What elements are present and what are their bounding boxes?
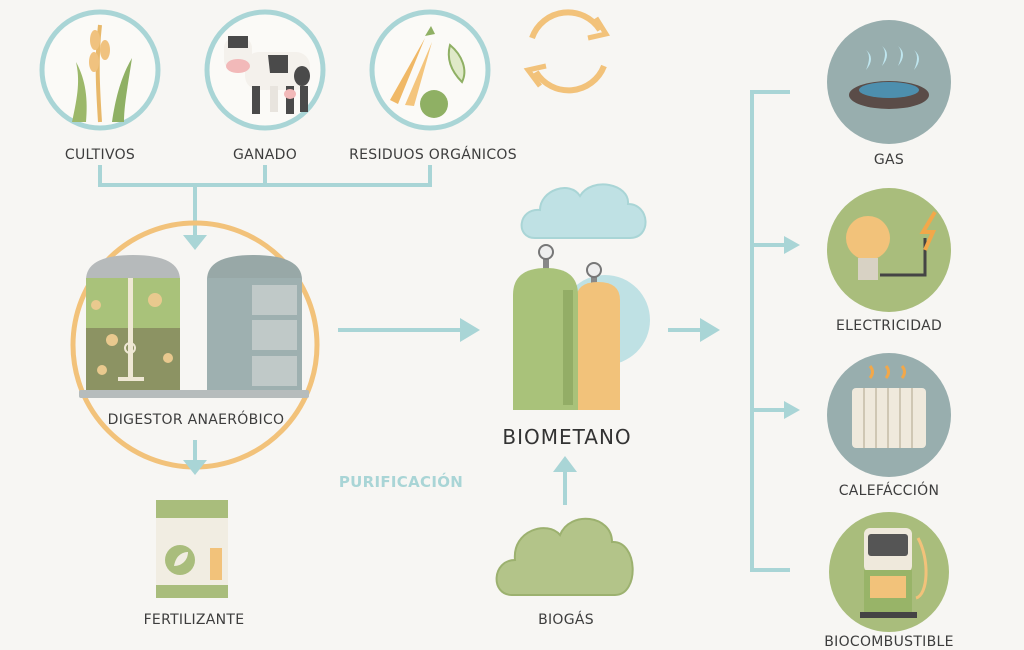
biomethane-tanks-icon xyxy=(513,244,650,410)
output-bracket xyxy=(750,90,790,572)
arrow-down-icon xyxy=(183,235,207,250)
connector xyxy=(193,440,197,460)
radiator-icon xyxy=(827,353,951,477)
connector xyxy=(668,328,703,332)
label-cultivos: CULTIVOS xyxy=(64,147,136,163)
purification-arrow xyxy=(338,328,463,332)
label-gas: GAS xyxy=(873,152,905,168)
arrow-down-icon xyxy=(183,460,207,475)
connector xyxy=(563,470,567,505)
cycle-arrows-icon xyxy=(523,9,610,94)
gas-burner-icon xyxy=(827,20,951,144)
label-residuos: RESIDUOS ORGÁNICOS xyxy=(349,147,517,163)
arrow-right-icon xyxy=(784,236,800,254)
label-biogas: BIOGÁS xyxy=(538,612,594,628)
arrow-right-icon xyxy=(784,401,800,419)
fuel-pump-icon xyxy=(829,512,949,632)
label-purification: PURIFICACIÓN xyxy=(338,473,464,491)
label-digester: DIGESTOR ANAERÓBICO xyxy=(107,412,285,428)
cow-icon xyxy=(204,9,326,131)
digester-icon xyxy=(70,220,320,470)
arrow-up-icon xyxy=(553,456,577,472)
lightbulb-icon xyxy=(827,188,951,312)
label-biofuel: BIOCOMBUSTIBLE xyxy=(824,634,954,650)
crops-icon xyxy=(39,9,161,131)
vegetables-icon xyxy=(369,9,491,131)
label-fertilizer: FERTILIZANTE xyxy=(143,612,245,628)
arrow-right-icon xyxy=(700,318,720,342)
input-connector xyxy=(98,165,432,235)
cloud-icon xyxy=(520,183,647,239)
label-biomethane: BIOMETANO xyxy=(502,425,632,449)
fertilizer-bag-icon xyxy=(156,500,228,598)
biogas-cloud-icon xyxy=(495,517,634,596)
label-electricity: ELECTRICIDAD xyxy=(835,318,943,334)
label-heating: CALEFÁCCIÓN xyxy=(838,483,940,499)
arrow-right-icon xyxy=(460,318,480,342)
label-ganado: GANADO xyxy=(232,147,298,163)
